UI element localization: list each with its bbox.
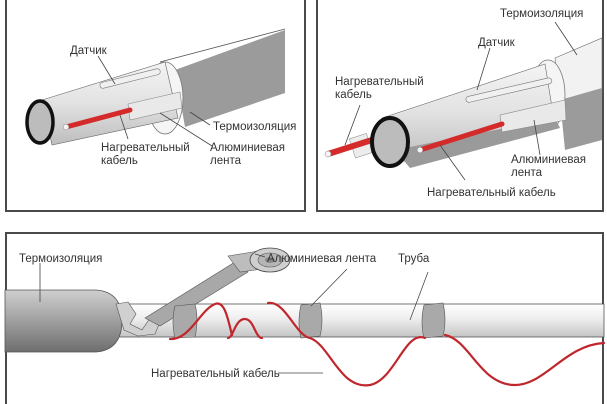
tape-band xyxy=(298,302,323,339)
label-insulation: Термоизоляция xyxy=(19,253,102,265)
pipe-end xyxy=(370,116,410,168)
label-heating-cable-bottom: Нагревательный кабель xyxy=(427,187,556,199)
label-aluminum-tape-2: лента xyxy=(210,155,242,167)
label-heating-cable: Нагревательный кабель xyxy=(151,368,280,380)
tape-strip xyxy=(144,261,249,327)
insulation-cylinder xyxy=(4,289,123,353)
insulation-sleeve xyxy=(175,30,285,127)
panel-c-drawing: Термоизоляция Алюминиевая лента Труба На… xyxy=(4,247,606,387)
label-aluminum-tape: Алюминиевая лента xyxy=(267,253,377,265)
label-sensor: Датчик xyxy=(70,45,108,57)
label-aluminum-tape-2: лента xyxy=(511,167,543,179)
label-heating-cable-2: кабель xyxy=(101,155,138,167)
sensor-rod xyxy=(465,77,553,103)
panel-b-drawing: Термоизоляция Датчик Нагревательный кабе… xyxy=(324,8,603,199)
label-sensor: Датчик xyxy=(478,37,516,49)
label-aluminum-tape-1: Алюминиевая xyxy=(210,142,285,154)
tape-band xyxy=(421,302,446,339)
label-insulation: Термоизоляция xyxy=(500,8,583,20)
heating-cable-along-pipe xyxy=(417,121,505,153)
panel-a-drawing: Датчик Термоизоляция Нагревательный кабе… xyxy=(25,28,296,167)
label-heating-cable-1: Нагревательный xyxy=(335,76,424,88)
heating-cable xyxy=(63,107,133,130)
label-heating-cable-2: кабель xyxy=(335,89,372,101)
heating-cable-end xyxy=(325,136,378,157)
label-aluminum-tape-1: Алюминиевая xyxy=(511,154,586,166)
pipe-end xyxy=(25,99,55,145)
label-pipe: Труба xyxy=(398,253,430,265)
aluminum-tape-strip xyxy=(127,91,183,121)
label-heating-cable-1: Нагревательный xyxy=(101,142,190,154)
label-insulation: Термоизоляция xyxy=(213,121,296,133)
heating-cable xyxy=(168,301,606,387)
tape-band xyxy=(172,303,198,339)
